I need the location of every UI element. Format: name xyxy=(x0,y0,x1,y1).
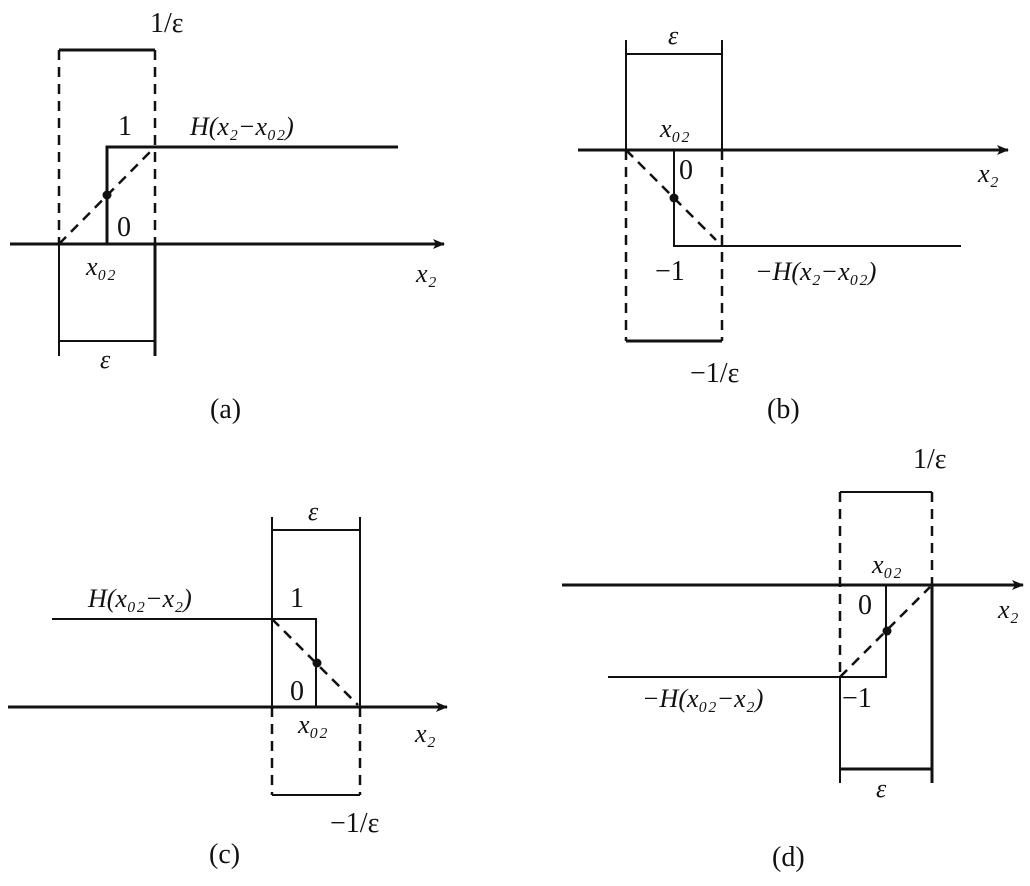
axis-label: x₂ xyxy=(414,719,436,748)
caption: (d) xyxy=(772,842,805,873)
caption: (c) xyxy=(209,839,240,870)
ramp-dashed xyxy=(625,149,717,241)
midpoint-dot xyxy=(312,658,322,668)
axis-label: x₂ xyxy=(997,595,1019,624)
function-label: H(x₂−x₀₂) xyxy=(189,112,294,141)
x0-label: x₀₂ xyxy=(297,710,328,739)
level-label: 1 xyxy=(118,111,132,142)
function-label: −H(x₂−x₀₂) xyxy=(755,257,876,286)
step-function xyxy=(52,618,317,707)
zero-label: 0 xyxy=(290,676,304,707)
midpoint-dot xyxy=(882,626,892,636)
top-value-label: 1/ε xyxy=(150,8,184,39)
panel-b: ε x₀₂ 0 x₂ −1 −H(x₂−x₀₂) −1/ε (b) xyxy=(578,21,1009,425)
top-value-label: 1/ε xyxy=(913,444,947,475)
ramp-dashed xyxy=(839,586,931,678)
axis-label: x₂ xyxy=(977,159,999,188)
step-function xyxy=(673,150,961,247)
width-label: ε xyxy=(308,497,319,526)
x0-label: x₀₂ xyxy=(871,550,902,579)
panel-a: 1/ε 1 H(x₂−x₀₂) 0 x₀₂ x₂ ε (a) xyxy=(10,8,445,425)
axis-label: x₂ xyxy=(415,259,437,288)
zero-label: 0 xyxy=(858,590,872,621)
level-label: −1 xyxy=(842,683,872,714)
panel-c: ε H(x₀₂−x₂) 1 0 x₀₂ x₂ −1/ε (c) xyxy=(8,497,448,870)
width-label: ε xyxy=(876,774,887,803)
function-label: −H(x₀₂−x₂) xyxy=(642,684,763,713)
caption: (b) xyxy=(767,394,800,425)
caption: (a) xyxy=(210,394,241,425)
x0-label: x₀₂ xyxy=(85,252,116,281)
panel-d: 1/ε x₀₂ 0 x₂ −H(x₀₂−x₂) −1 ε (d) xyxy=(562,444,1024,873)
level-label: 1 xyxy=(290,583,304,614)
width-label: ε xyxy=(668,21,679,50)
zero-label: 0 xyxy=(679,155,693,186)
function-label: H(x₀₂−x₂) xyxy=(87,584,192,613)
x0-label: x₀₂ xyxy=(659,114,690,143)
ramp-dashed xyxy=(58,149,153,245)
bottom-value-label: −1/ε xyxy=(690,358,739,389)
bottom-value-label: −1/ε xyxy=(330,808,379,839)
width-label: ε xyxy=(100,345,111,374)
midpoint-dot xyxy=(102,190,112,200)
midpoint-dot xyxy=(669,193,679,203)
step-function xyxy=(608,585,887,678)
step-function xyxy=(105,145,398,244)
zero-label: 0 xyxy=(117,212,131,243)
level-label: −1 xyxy=(655,256,685,287)
